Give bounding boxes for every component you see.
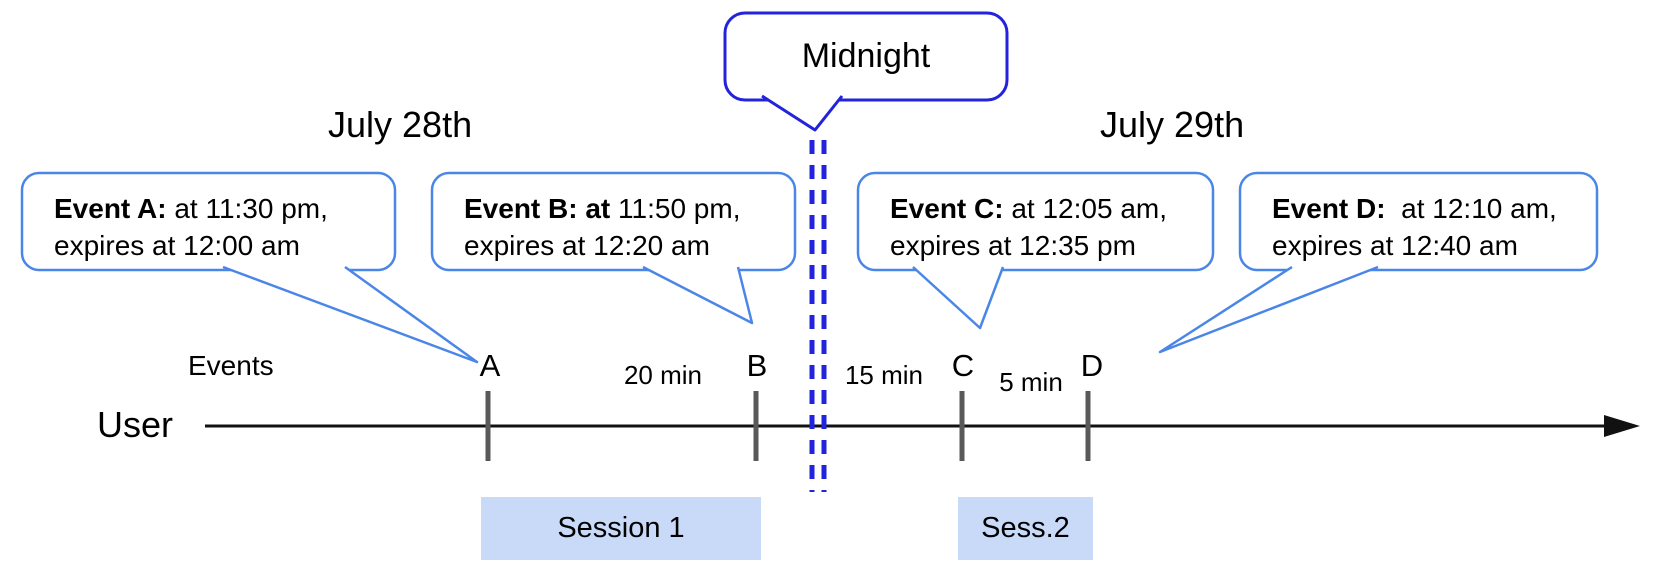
callout-event-a-bubble	[20, 171, 397, 272]
tick-label-a: A	[479, 348, 501, 383]
callout-event-b-line2: expires at 12:20 am	[464, 230, 710, 261]
tick-label-d: D	[1080, 348, 1104, 383]
user-axis-label: User	[97, 404, 174, 445]
callout-event-a-text: Event A: at 11:30 pm, expires at 12:00 a…	[54, 190, 328, 264]
callout-event-a-line1: Event A: at 11:30 pm,	[54, 193, 328, 224]
midnight-bubble-pointer	[761, 94, 844, 132]
callout-event-d-text: Event D: at 12:10 am, expires at 12:40 a…	[1272, 190, 1557, 264]
callout-event-d-line2: expires at 12:40 am	[1272, 230, 1518, 261]
callout-event-d-bubble	[1238, 171, 1599, 272]
callout-event-c-pointer	[912, 266, 1005, 330]
callout-event-b-bubble	[430, 171, 797, 272]
interval-label-5min: 5 min	[999, 367, 1063, 397]
callout-event-c-bubble	[856, 171, 1215, 272]
session-1-label: Session 1	[557, 512, 685, 544]
midnight-label: Midnight	[801, 37, 931, 75]
callout-event-b-line1: Event B: at 11:50 pm,	[464, 193, 741, 224]
callout-event-c-line2: expires at 12:35 pm	[890, 230, 1136, 261]
callout-event-d-line1: Event D: at 12:10 am,	[1272, 193, 1557, 224]
callout-event-b-text: Event B: at 11:50 pm, expires at 12:20 a…	[464, 190, 740, 264]
callout-event-c-line1: Event C: at 12:05 am,	[890, 193, 1168, 224]
session-1-box: Session 1	[481, 497, 761, 560]
callout-event-a-line2: expires at 12:00 am	[54, 230, 300, 261]
callout-event-a-pointer	[222, 265, 479, 364]
tick-label-c: C	[951, 348, 975, 383]
date-july-28: July 28th	[328, 104, 473, 145]
callout-event-d-pointer	[1158, 265, 1379, 354]
callout-event-c-text: Event C: at 12:05 am, expires at 12:35 p…	[890, 190, 1167, 264]
interval-label-20min: 20 min	[623, 360, 703, 390]
interval-label-15min: 15 min	[844, 360, 924, 390]
events-axis-label: Events	[188, 350, 274, 381]
tick-label-b: B	[746, 348, 768, 383]
session-2-box: Sess.2	[958, 497, 1093, 560]
midnight-bubble	[723, 11, 1009, 102]
session-2-label: Sess.2	[981, 512, 1070, 544]
timeline-arrowhead-icon	[1604, 415, 1640, 437]
date-july-29: July 29th	[1100, 104, 1245, 145]
callout-event-b-pointer	[642, 265, 754, 325]
